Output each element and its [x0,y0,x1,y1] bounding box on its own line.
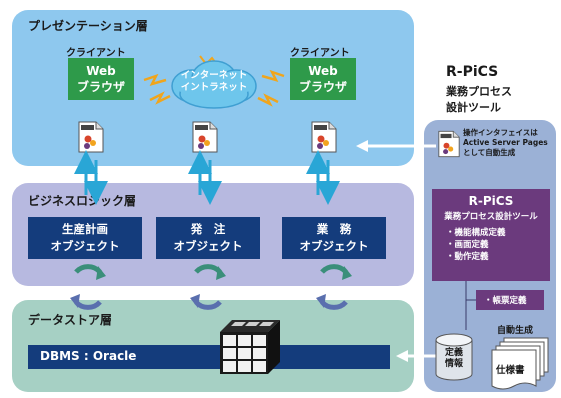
lightning-bolt-right-icon [261,69,285,82]
asp-file-icon-center [192,121,218,153]
report-def-box: ・帳票定義 [476,290,544,310]
presentation-layer-title: プレゼンテーション層 [28,19,148,33]
lightning-bolt-left-icon [143,73,167,86]
client-left-label: クライアント [66,48,126,59]
network-cloud-icon [143,55,285,109]
asp-file-icon-right [311,121,337,153]
tool-item-screen-def: ・画面定義 [446,240,489,250]
spec-document-icon [491,337,549,390]
business-logic-layer-title: ビジネスロジック層 [28,194,137,208]
rpics-tool-subtitle: 業務プロセス設計ツール [444,212,538,222]
business-object-line1: 業 務 [316,222,352,236]
rpics-header: R-PiCS 業務プロセス 設計ツール [446,64,556,115]
web-browser-right-line1: Web [308,64,338,78]
database-cube-icon [220,320,280,374]
rpics-brand: R-PiCS [446,64,499,80]
interface-note-line3: として自動生成 [463,148,516,157]
lightning-bolt-right-low-icon [257,93,279,107]
cloud-label-line2: イントラネット [180,82,248,93]
interface-note-line1: 操作インタフェイスは [463,128,538,137]
web-browser-right-line2: ブラウザ [298,80,347,94]
web-browser-left-line2: ブラウザ [76,80,125,94]
production-planning-line2: オブジェクト [50,239,120,253]
asp-file-icon-left [78,121,104,153]
business-object-line2: オブジェクト [299,239,369,253]
interface-note-line2: Active Server Pages [463,138,548,147]
dbms-bar [28,345,390,369]
report-def-label: ・帳票定義 [484,296,527,306]
definition-db-icon [435,333,473,381]
production-planning-line1: 生産計画 [62,222,108,236]
tool-item-behavior-def: ・動作定義 [446,252,489,262]
rpics-tool-brand: R-PiCS [468,194,514,208]
definition-info-line2: 情報 [444,359,463,369]
rpics-header-line1: 業務プロセス [446,85,512,98]
ordering-line2: オブジェクト [173,239,243,253]
cycle-arrow-center-icon [190,264,226,310]
lightning-bolt-left-low-icon [149,91,171,105]
production-planning-object: 生産計画 オブジェクト [28,217,142,259]
definition-info-line1: 定義 [444,348,463,358]
asp-file-icon-panel [438,130,460,158]
cycle-arrow-right-icon [316,264,352,310]
tool-item-function-structure: ・機能構成定義 [446,228,506,238]
client-right-label: クライアント [290,48,350,59]
web-browser-left: Web ブラウザ [68,58,134,100]
rpics-header-line2: 設計ツール [446,101,501,114]
definition-info-label: 定義 情報 [434,348,474,370]
ordering-object: 発 注 オブジェクト [156,217,260,259]
cycle-arrow-left-icon [70,264,106,310]
web-browser-left-line1: Web [86,64,116,78]
web-browser-right: Web ブラウザ [290,58,356,100]
auto-gen-label: 自動生成 [497,326,534,336]
business-object: 業 務 オブジェクト [282,217,386,259]
cloud-label: インターネット イントラネット [168,70,260,94]
data-store-layer-title: データストア層 [28,313,113,327]
cloud-label-line1: インターネット [180,70,248,81]
dbms-label: DBMS : Oracle [40,349,137,363]
rpics-tool-box: R-PiCS 業務プロセス設計ツール ・機能構成定義 ・画面定義 ・動作定義 [432,189,550,281]
ordering-line1: 発 注 [190,222,226,236]
spec-document-label: 仕様書 [496,365,525,376]
interface-note: 操作インタフェイスは Active Server Pages として自動生成 [463,128,555,158]
